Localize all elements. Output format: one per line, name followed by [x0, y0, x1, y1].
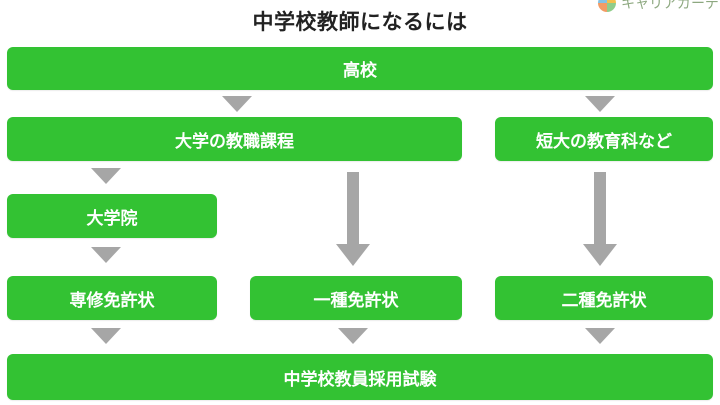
arrow-secondclass-to-exam — [585, 328, 615, 344]
brand-logo: キャリアガーデン — [598, 0, 720, 13]
page-title: 中学校教師になるには — [252, 10, 468, 34]
node-specialized-license: 専修免許状 — [7, 276, 217, 320]
node-second-class-license: 二種免許状 — [495, 276, 713, 320]
arrow-highschool-to-university — [222, 96, 252, 112]
arrow-juniorcollege-to-secondclass — [583, 172, 617, 266]
node-first-class-license: 一種免許状 — [250, 276, 462, 320]
node-graduate-school: 大学院 — [7, 194, 217, 238]
node-high-school: 高校 — [7, 47, 713, 90]
node-junior-college: 短大の教育科など — [495, 117, 713, 161]
brand-logo-text: キャリアガーデン — [621, 0, 720, 12]
flower-logo-icon — [598, 0, 616, 12]
arrow-graduate-to-specialized — [91, 247, 121, 263]
arrow-firstclass-to-exam — [338, 328, 368, 344]
node-university-course: 大学の教職課程 — [7, 117, 462, 161]
arrow-highschool-to-juniorcollege — [585, 96, 615, 112]
node-exam: 中学校教員採用試験 — [7, 354, 713, 400]
arrow-specialized-to-exam — [91, 328, 121, 344]
arrow-university-to-graduate — [91, 168, 121, 184]
arrow-university-to-firstclass — [336, 172, 370, 266]
